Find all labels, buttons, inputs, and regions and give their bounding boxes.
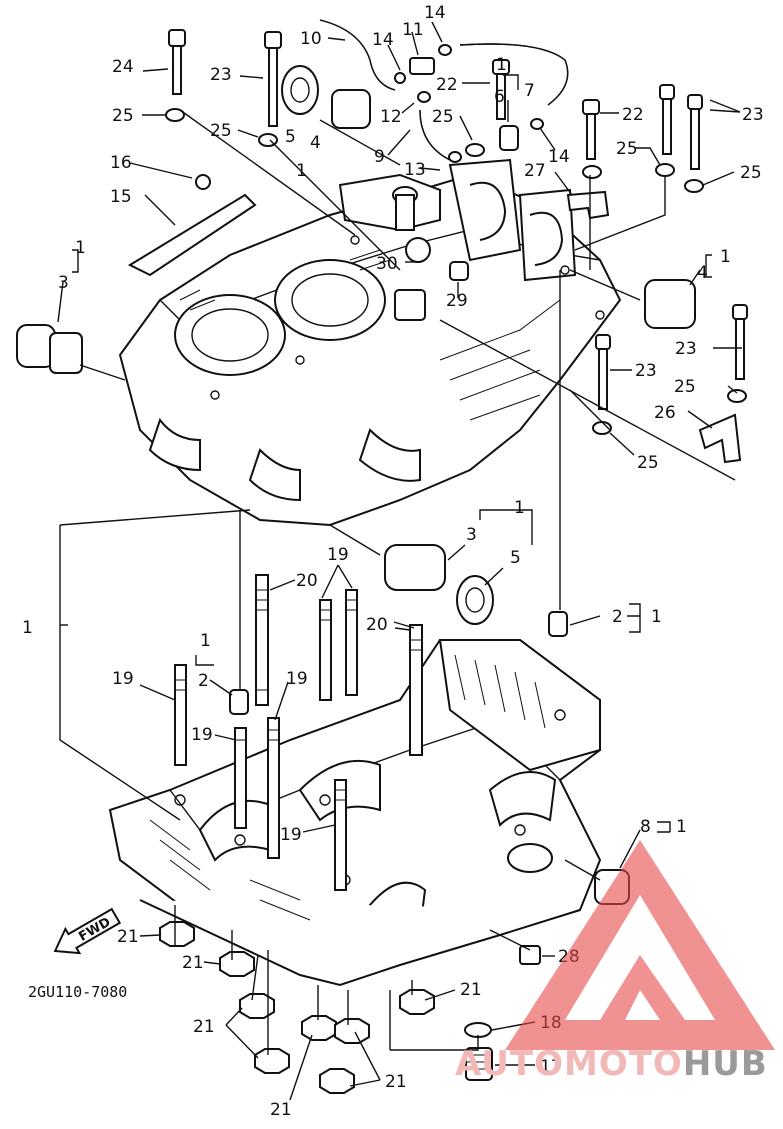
- callout-11: 11: [402, 20, 424, 40]
- callout-1: 1: [514, 498, 525, 518]
- callout-9: 9: [374, 147, 385, 167]
- callout-19: 19: [280, 825, 302, 845]
- callout-23: 23: [210, 65, 232, 85]
- callout-23: 23: [635, 361, 657, 381]
- callout-24: 24: [112, 57, 134, 77]
- callout-5: 5: [510, 548, 521, 568]
- callout-21: 21: [182, 953, 204, 973]
- callout-17: 17: [540, 1057, 562, 1077]
- callout-1: 1: [22, 618, 33, 638]
- fasteners: [16, 19, 748, 1094]
- callout-19: 19: [112, 669, 134, 689]
- callout-25: 25: [432, 107, 454, 127]
- callout-22: 22: [436, 75, 458, 95]
- callout-1: 1: [200, 631, 211, 651]
- callout-21: 21: [460, 980, 482, 1000]
- callout-21: 21: [270, 1100, 292, 1120]
- watermark-auto: AUTO: [455, 1044, 564, 1084]
- callout-23: 23: [742, 105, 764, 125]
- callout-1: 1: [75, 238, 86, 258]
- callout-1: 1: [720, 247, 731, 267]
- callout-2: 2: [198, 671, 209, 691]
- callout-13: 13: [404, 160, 426, 180]
- watermark-hub: HUB: [683, 1044, 768, 1084]
- callout-19: 19: [191, 725, 213, 745]
- watermark-moto: MOTO: [564, 1044, 683, 1084]
- callout-19: 19: [286, 669, 308, 689]
- callout-15: 15: [110, 187, 132, 207]
- callout-25: 25: [616, 139, 638, 159]
- callout-8: 8: [640, 817, 651, 837]
- callout-3: 3: [58, 273, 69, 293]
- callout-1: 1: [651, 607, 662, 627]
- forward-direction-arrow: FWD: [53, 907, 122, 955]
- callout-7: 7: [524, 81, 535, 101]
- callout-25: 25: [740, 163, 762, 183]
- watermark-text: AUTOMOTOHUB: [455, 1044, 768, 1084]
- callout-6: 6: [494, 87, 505, 107]
- callout-12: 12: [380, 107, 402, 127]
- watermark-triangle-icon: [505, 840, 775, 1050]
- callout-4: 4: [697, 263, 708, 283]
- callout-21: 21: [385, 1072, 407, 1092]
- callout-21: 21: [193, 1017, 215, 1037]
- callout-25: 25: [112, 106, 134, 126]
- callout-27: 27: [524, 161, 546, 181]
- callout-14: 14: [424, 3, 446, 23]
- callout-20: 20: [366, 615, 388, 635]
- callout-14: 14: [372, 30, 394, 50]
- diagram-code: 2GU110-7080: [28, 983, 127, 1001]
- callout-14: 14: [548, 147, 570, 167]
- callout-1: 1: [676, 817, 687, 837]
- callout-25: 25: [674, 377, 696, 397]
- callout-2: 2: [612, 607, 623, 627]
- callout-25: 25: [637, 453, 659, 473]
- callout-10: 10: [300, 29, 322, 49]
- callout-26: 26: [654, 403, 676, 423]
- callout-16: 16: [110, 153, 132, 173]
- callout-23: 23: [675, 339, 697, 359]
- callout-20: 20: [296, 571, 318, 591]
- callout-30: 30: [376, 254, 398, 274]
- callout-3: 3: [466, 525, 477, 545]
- callout-21: 21: [117, 927, 139, 947]
- callout-29: 29: [446, 291, 468, 311]
- callout-5: 5: [285, 127, 296, 147]
- callout-19: 19: [327, 545, 349, 565]
- leader-lines: [57, 21, 742, 1101]
- watermark-logo: AUTOMOTOHUB: [455, 840, 775, 1084]
- studs: [174, 574, 423, 891]
- callout-1: 1: [496, 55, 507, 75]
- callout-numbers: 24 23 25 25 5 4 1 10 14 11 14 12 9 13 22…: [22, 3, 764, 1120]
- callout-22: 22: [622, 105, 644, 125]
- callout-25: 25: [210, 121, 232, 141]
- callout-1: 1: [296, 161, 307, 181]
- upper-crankcase: [118, 158, 622, 527]
- callout-4: 4: [310, 133, 321, 153]
